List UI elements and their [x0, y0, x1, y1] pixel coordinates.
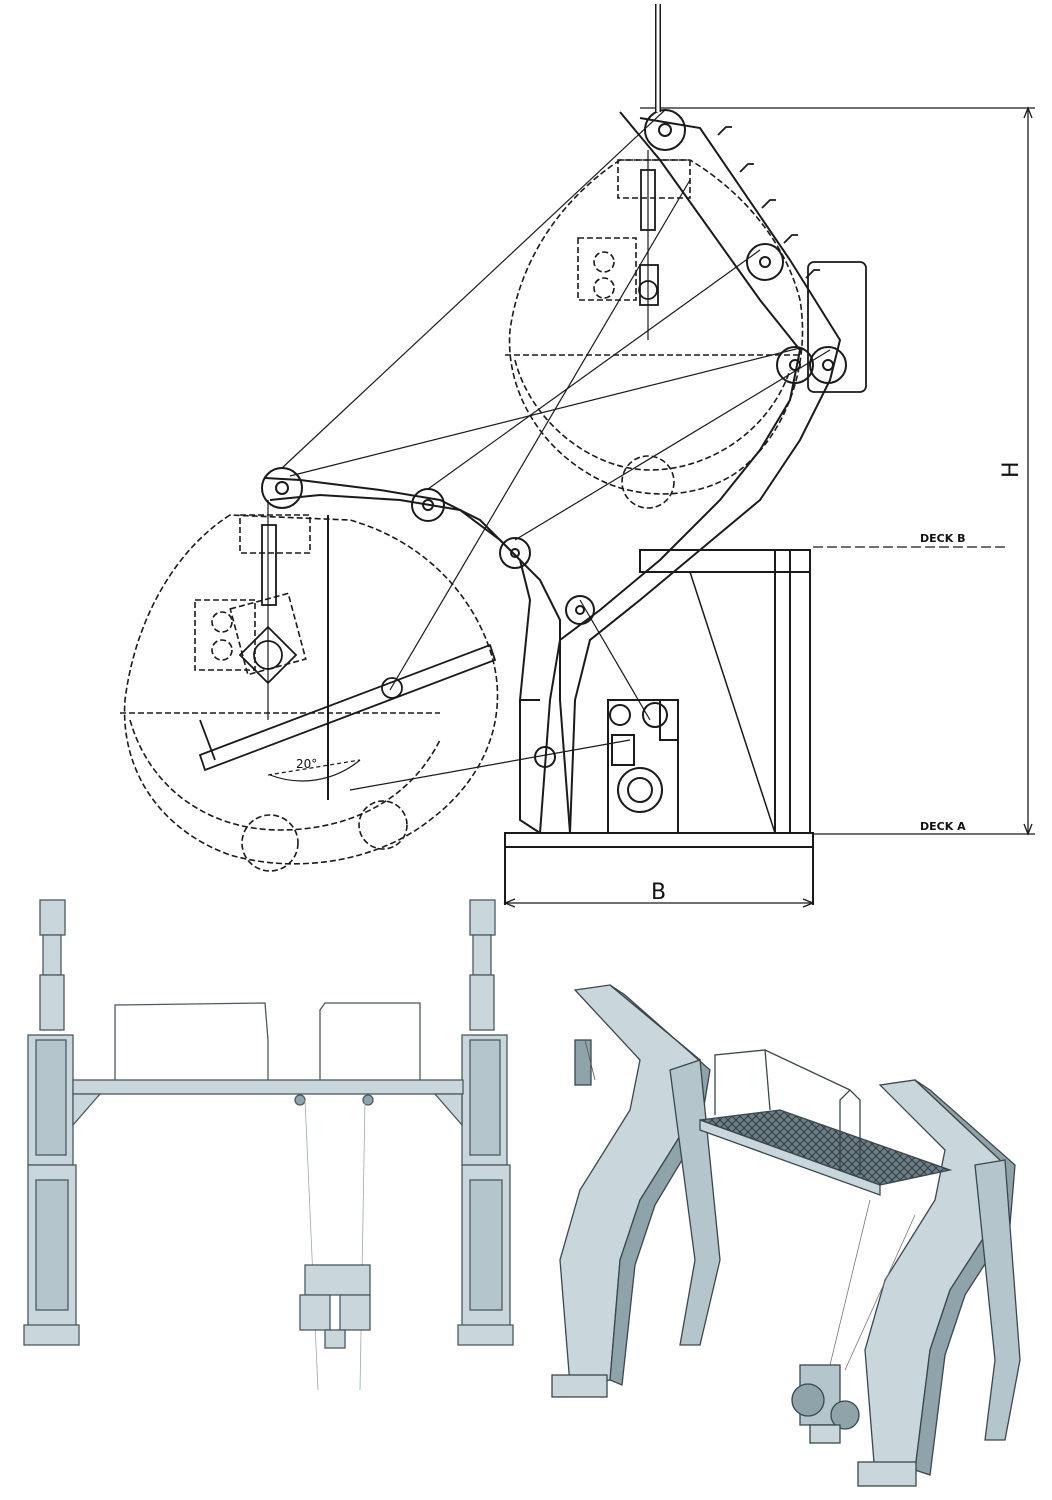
front-fall-left [304, 1099, 319, 1391]
angle-label: 20° [296, 757, 317, 771]
lifeboat-launched [120, 514, 499, 872]
front-fall-right [359, 1099, 366, 1391]
deck-a-label: DECK A [920, 820, 966, 833]
front-winch [299, 1264, 371, 1349]
sheaves [261, 109, 847, 768]
hook-stowed [638, 169, 659, 306]
tilt-frame [198, 643, 497, 772]
side-elevation-drawing: H B DECK B DECK A 20° [120, 4, 1035, 908]
iso-right-davit [857, 1079, 1021, 1487]
iso-fall-a [584, 1039, 596, 1081]
isometric-view-drawing [551, 984, 1021, 1487]
dimension-lines [503, 4, 1035, 908]
lifeboat-stowed [505, 159, 804, 509]
front-left-davit [23, 899, 80, 1346]
iso-walkway [699, 1049, 953, 1196]
iso-fall-b [829, 1199, 871, 1366]
front-walkway [72, 1002, 464, 1127]
iso-left-davit [551, 984, 721, 1398]
angle-indicator [267, 759, 361, 782]
front-right-davit [457, 899, 514, 1346]
iso-fall-c [844, 1214, 916, 1371]
hook-launched [238, 524, 298, 685]
winch-unit [607, 699, 679, 834]
dimension-b-label: B [651, 880, 666, 905]
iso-winch [791, 1364, 860, 1444]
davit-arm [264, 111, 842, 834]
deck-b-label: DECK B [920, 532, 965, 545]
arm-steps [717, 126, 867, 393]
front-view-drawing [23, 899, 514, 1391]
dimension-h-label: H [999, 461, 1024, 478]
